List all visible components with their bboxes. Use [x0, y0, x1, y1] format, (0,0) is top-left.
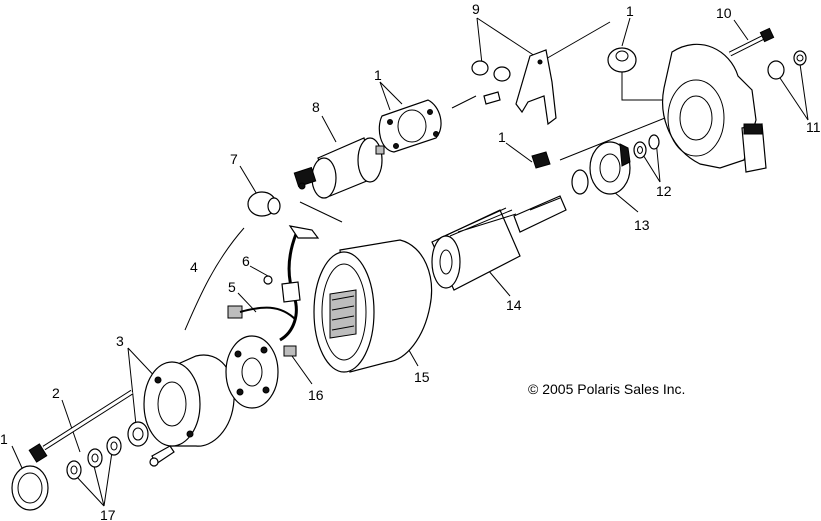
- callout-12: 12: [656, 183, 672, 199]
- callout-5: 5: [228, 279, 236, 295]
- callout-3: 3: [116, 333, 124, 349]
- callout-9: 9: [472, 1, 480, 17]
- copyright-notice: © 2005 Polaris Sales Inc.: [528, 381, 685, 397]
- callout-1-gasket: 1: [374, 67, 382, 83]
- through-bolt-part: [28, 389, 134, 463]
- washers-part: [66, 436, 122, 480]
- callout-11: 11: [806, 119, 821, 135]
- callout-1-cap: 1: [0, 431, 8, 447]
- callout-16: 16: [308, 387, 324, 403]
- brush-plate-part: [225, 335, 297, 409]
- clip-part: [531, 151, 551, 169]
- terminal-boot-part: [247, 191, 281, 217]
- callout-17: 17: [100, 507, 116, 521]
- shift-fork-part: [471, 49, 557, 126]
- callout-14: 14: [506, 297, 522, 313]
- armature-part: [431, 195, 567, 291]
- grommet-part: [607, 47, 637, 73]
- callout-7: 7: [230, 151, 238, 167]
- callout-1-grommet: 1: [626, 3, 634, 19]
- callout-2: 2: [52, 385, 60, 401]
- housing-bolt-part: [728, 27, 775, 57]
- callout-13: 13: [634, 217, 650, 233]
- retaining-rings-part: [633, 134, 660, 159]
- end-frame-part: [127, 354, 235, 467]
- callout-8: 8: [312, 99, 320, 115]
- callout-1-clip: 1: [498, 129, 506, 145]
- callout-6: 6: [242, 253, 250, 269]
- drive-pinion-part: [571, 141, 631, 195]
- drive-housing-part: [662, 43, 807, 173]
- end-cap-part: [11, 465, 49, 511]
- field-frame-part: [313, 239, 433, 373]
- callout-15: 15: [414, 369, 430, 385]
- callout-4: 4: [190, 259, 198, 275]
- solenoid-part: [293, 137, 385, 199]
- callout-10: 10: [716, 5, 732, 21]
- gasket-part: [378, 99, 442, 153]
- brush-leads-part: [227, 225, 320, 342]
